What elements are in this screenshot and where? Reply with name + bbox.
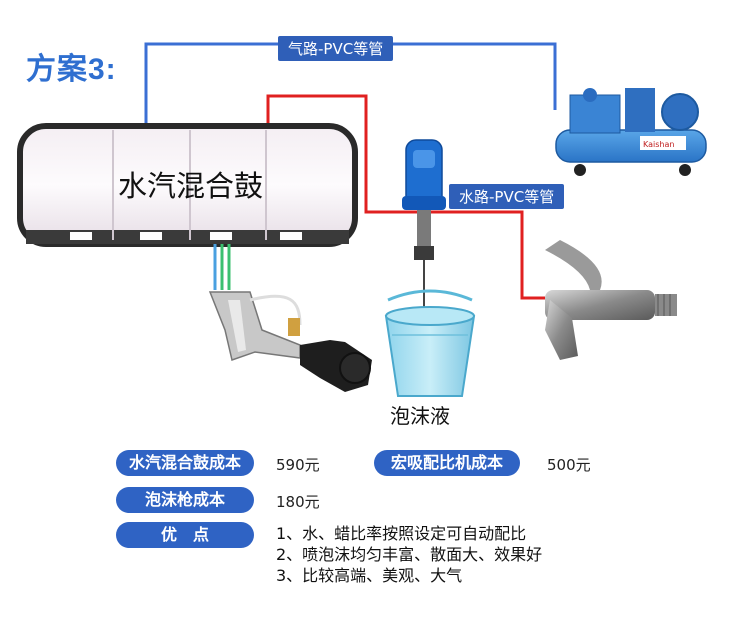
- foam-liquid-label: 泡沫液: [390, 400, 450, 429]
- advantage-item: 2、喷泡沫均匀丰富、散面大、效果好: [276, 544, 542, 565]
- faucet-illustration: [545, 240, 677, 360]
- drum-label: 水汽混合鼓: [118, 163, 263, 205]
- drum-cost-label: 水汽混合鼓成本: [116, 450, 254, 476]
- advantage-item: 3、比较高端、美观、大气: [276, 565, 542, 586]
- air-pipe-label: 气路-PVC等管: [278, 36, 393, 61]
- compressor-brand: Kaishan: [643, 140, 674, 149]
- advantage-item: 1、水、蜡比率按照设定可自动配比: [276, 523, 542, 544]
- drum-cost-value: 590元: [276, 454, 320, 475]
- mixer-cost-value: 500元: [547, 454, 591, 475]
- advantages-list: 1、水、蜡比率按照设定可自动配比 2、喷泡沫均匀丰富、散面大、效果好 3、比较高…: [276, 523, 542, 586]
- air-compressor-illustration: Kaishan: [556, 88, 706, 176]
- gun-cost-value: 180元: [276, 491, 320, 512]
- advantages-label: 优 点: [116, 522, 254, 548]
- water-pipe-label: 水路-PVC等管: [449, 184, 564, 209]
- mixer-cost-label: 宏吸配比机成本: [374, 450, 520, 476]
- gun-cost-label: 泡沫枪成本: [116, 487, 254, 513]
- foam-gun-illustration: [210, 292, 372, 392]
- foam-liquid-bucket: [386, 291, 474, 396]
